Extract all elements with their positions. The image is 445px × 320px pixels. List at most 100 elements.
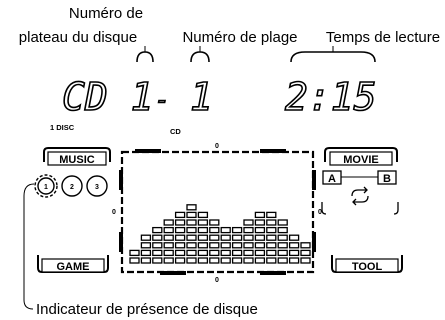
spectrum-segment (231, 226, 243, 234)
movie-button[interactable] (329, 151, 393, 166)
spectrum-bars (129, 204, 311, 264)
spectrum-segment (209, 257, 220, 264)
spectrum-segment (220, 226, 231, 234)
spectrum-segment (152, 249, 163, 257)
spectrum-segment (209, 219, 220, 226)
spectrum-segment (254, 234, 266, 241)
spectrum-segment (288, 257, 300, 264)
spectrum-segment (266, 234, 277, 241)
separator-readout: - (155, 86, 169, 114)
spectrum-segment (277, 257, 288, 264)
spectrum-segment (186, 211, 197, 219)
spectrum-segment (231, 242, 243, 249)
callout-track-number: Numéro de plage (182, 29, 297, 46)
spectrum-segment (163, 242, 174, 249)
spectrum-segment (243, 257, 254, 264)
meter-top-tick: 0 (215, 143, 219, 150)
spectrum-segment (243, 219, 254, 226)
spectrum-segment (277, 249, 288, 257)
spectrum-segment (186, 226, 197, 234)
spectrum-segment (174, 257, 186, 264)
disc-indicator-3 (86, 175, 108, 197)
spectrum-segment (174, 219, 186, 226)
spectrum-segment (197, 211, 209, 219)
spectrum-segment (197, 219, 209, 226)
spectrum-segment (209, 234, 220, 241)
meter-bottom-mark-left (160, 271, 186, 275)
disc-indicator-1-label: 1 (44, 184, 48, 191)
spectrum-segment (140, 242, 152, 249)
game-button[interactable] (41, 258, 105, 273)
spectrum-segment (209, 242, 220, 249)
spectrum-segment (254, 211, 266, 219)
spectrum-segment (277, 234, 288, 241)
spectrum-segment (243, 226, 254, 234)
spectrum-segment (288, 249, 300, 257)
spectrum-segment (163, 249, 174, 257)
cd-label: CD (170, 127, 181, 136)
meter-right-mark-bottom (312, 232, 316, 252)
movie-tab-outline (324, 147, 398, 162)
spectrum-segment (220, 249, 231, 257)
spectrum-segment (231, 257, 243, 264)
spectrum-segment (152, 234, 163, 241)
spectrum-segment (288, 234, 300, 241)
disc-indicator-2-label: 2 (70, 184, 74, 191)
music-button[interactable] (47, 151, 107, 166)
spectrum-segment (129, 249, 140, 257)
music-tab-outline (43, 147, 111, 162)
callout-disc-tray-line1: Numéro de (69, 5, 143, 22)
spectrum-segment (197, 257, 209, 264)
spectrum-segment (174, 234, 186, 241)
spectrum-segment (254, 257, 266, 264)
meter-top-mark-right (260, 149, 286, 153)
spectrum-segment (163, 226, 174, 234)
spectrum-segment (266, 257, 277, 264)
a-button-label: A (328, 173, 336, 185)
spectrum-segment (163, 257, 174, 264)
disc-indicators: 1 2 3 (34, 174, 108, 198)
callout-disc-presence: Indicateur de présence de disque (36, 301, 258, 318)
movie-bracket-right (393, 202, 399, 215)
spectrum-segment (186, 257, 197, 264)
spectrum-segment (186, 204, 197, 211)
tool-button[interactable] (335, 258, 399, 273)
spectrum-segment (186, 234, 197, 241)
spectrum-segment (163, 234, 174, 241)
meter-left-mark-bottom (119, 232, 123, 252)
callout-disc-tray-line2: plateau du disque (19, 29, 137, 46)
spectrum-segment (220, 242, 231, 249)
spectrum-segment (254, 249, 266, 257)
repeat-icon (351, 186, 369, 206)
disc-indicator-3-label: 3 (95, 184, 99, 191)
spectrum-segment (300, 257, 311, 264)
meter-top-mark-left (135, 149, 161, 153)
spectrum-segment (231, 249, 243, 257)
spectrum-segment (266, 226, 277, 234)
spectrum-segment (197, 242, 209, 249)
spectrum-segment (288, 242, 300, 249)
spectrum-segment (186, 249, 197, 257)
callout-playback-time: Temps de lecture (326, 29, 440, 46)
meter-bottom-mark-right (260, 271, 286, 275)
time-readout: 2:15 (285, 75, 377, 119)
disc-indicator-1-ring (34, 174, 58, 198)
spectrum-segment (243, 242, 254, 249)
spectrum-segment (140, 249, 152, 257)
spectrum-segment (174, 242, 186, 249)
spectrum-segment (220, 234, 231, 241)
spectrum-segment (277, 219, 288, 226)
movie-button-label: MOVIE (343, 154, 378, 166)
spectrum-segment (300, 249, 311, 257)
bracket-track-number (190, 51, 210, 63)
spectrum-segment (152, 226, 163, 234)
spectrum-segment (243, 249, 254, 257)
level-meter: 0 0 0 0 (112, 143, 322, 284)
spectrum-segment (140, 234, 152, 241)
tool-button-label: TOOL (352, 261, 383, 273)
spectrum-segment (231, 234, 243, 241)
spectrum-segment (152, 257, 163, 264)
music-button-label: MUSIC (59, 154, 95, 166)
spectrum-segment (266, 211, 277, 219)
